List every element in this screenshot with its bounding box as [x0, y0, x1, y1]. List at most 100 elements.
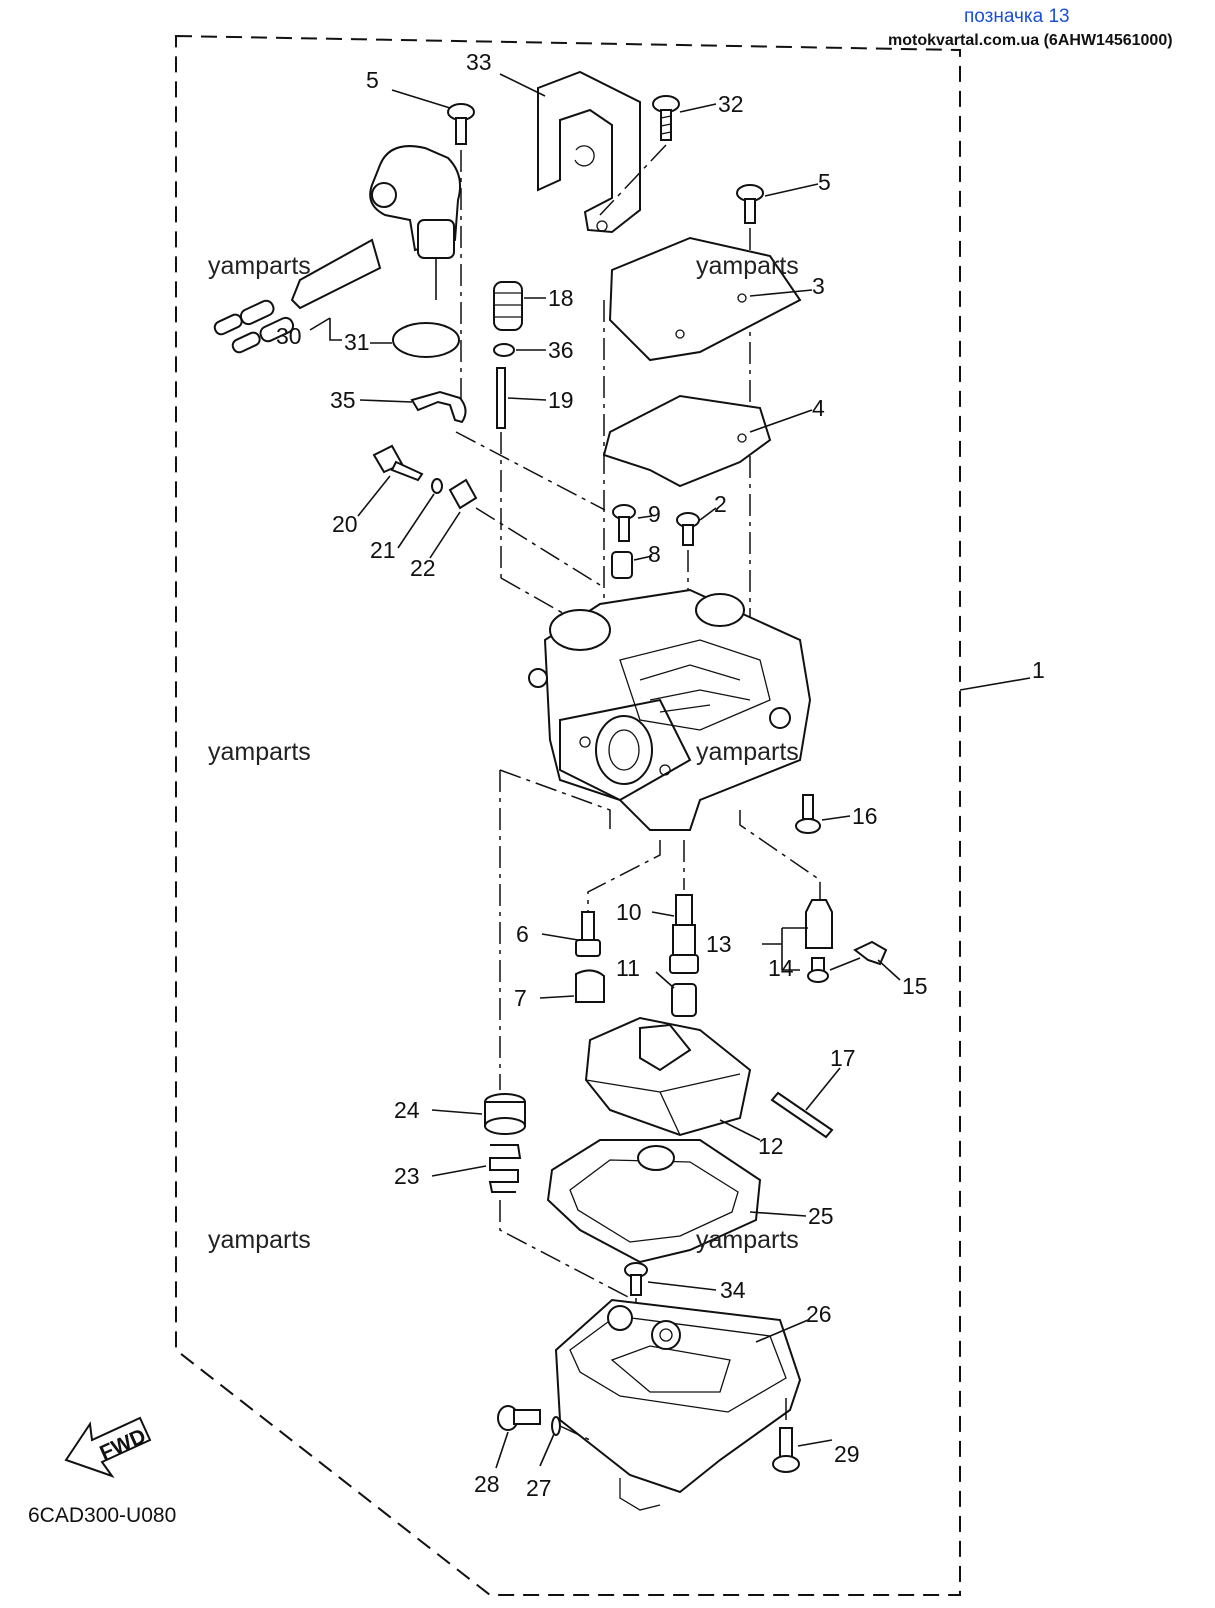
- callout-18: 18: [548, 285, 574, 311]
- watermark: yamparts: [208, 252, 311, 280]
- float-gasket-25: [546, 1139, 762, 1264]
- screw-16: [795, 794, 821, 834]
- leader-29: [797, 1439, 833, 1447]
- leader-30: [309, 317, 342, 341]
- solenoid-30: [213, 145, 461, 354]
- watermark: yamparts: [696, 738, 799, 766]
- leader-19: [507, 397, 547, 401]
- screw-2: [676, 512, 700, 546]
- callout-9: 9: [648, 501, 661, 527]
- screw-9: [612, 504, 636, 542]
- leader-13: [762, 927, 808, 971]
- callout-3: 3: [812, 273, 825, 299]
- gasket-4: [602, 394, 772, 488]
- leader-33: [499, 73, 546, 97]
- carburetor-body-1: [528, 588, 812, 831]
- leader-35: [359, 399, 413, 403]
- cap-24: [484, 1093, 526, 1135]
- chain-22: [475, 507, 601, 586]
- leader-2: [699, 507, 717, 521]
- screw-5-right: [736, 184, 764, 224]
- spring-8: [611, 551, 633, 579]
- leader-21: [397, 493, 435, 549]
- chain-6: [587, 840, 661, 912]
- leader-11: [655, 971, 675, 989]
- leader-16: [821, 815, 851, 821]
- callout-10: 10: [616, 899, 642, 925]
- chain-19b: [500, 577, 576, 621]
- leader-23: [431, 1165, 487, 1177]
- drain-plug-28: [497, 1405, 541, 1431]
- callout-1: 1: [1032, 657, 1045, 683]
- callout-5-left: 5: [366, 67, 379, 93]
- callout-6: 6: [516, 921, 529, 947]
- callout-5-right: 5: [818, 169, 831, 195]
- callout-15: 15: [902, 973, 928, 999]
- leader-20: [357, 475, 391, 517]
- washer-27: [551, 1416, 561, 1436]
- callout-32: 32: [718, 91, 744, 117]
- header-source: motokvartal.com.ua (6AHW14561000): [888, 32, 1173, 49]
- plug-7: [575, 969, 605, 1003]
- callout-13: 13: [706, 931, 732, 957]
- callout-2: 2: [714, 491, 727, 517]
- chain-32: [599, 144, 667, 216]
- leader-10: [651, 911, 675, 917]
- clip-15: [853, 940, 888, 966]
- screw-5-left: [447, 103, 475, 145]
- diagram-code: 6CAD300-U080: [28, 1504, 176, 1527]
- callout-19: 19: [548, 387, 574, 413]
- leader-26: [755, 1319, 809, 1343]
- callout-12: 12: [758, 1133, 784, 1159]
- callout-20: 20: [332, 511, 358, 537]
- screw-34: [624, 1262, 648, 1296]
- leader-17: [805, 1067, 841, 1111]
- leader-1: [959, 677, 1031, 691]
- leader-4: [749, 409, 813, 433]
- callout-36: 36: [548, 337, 574, 363]
- o-ring-21: [431, 478, 443, 494]
- chain-27: [559, 1425, 591, 1441]
- leader-25: [749, 1211, 807, 1217]
- leader-14: [829, 957, 861, 971]
- spring-23: [488, 1144, 522, 1193]
- o-ring-31: [392, 322, 460, 358]
- callout-4: 4: [812, 395, 825, 421]
- callout-31: 31: [344, 329, 370, 355]
- callout-16: 16: [852, 803, 878, 829]
- callout-21: 21: [370, 537, 396, 563]
- leader-28: [495, 1431, 509, 1469]
- leader-32: [679, 103, 717, 113]
- fwd-arrow: FWD: [64, 1416, 152, 1478]
- callout-35: 35: [330, 387, 356, 413]
- drain-screw-29: [772, 1427, 800, 1473]
- callout-23: 23: [394, 1163, 420, 1189]
- chain-23: [499, 1200, 631, 1299]
- assembly-boundary: [175, 34, 961, 1596]
- leader-34: [647, 1281, 717, 1291]
- callout-30: 30: [276, 323, 302, 349]
- callout-25: 25: [808, 1203, 834, 1229]
- callout-33: 33: [466, 49, 492, 75]
- callout-28: 28: [474, 1471, 500, 1497]
- tube-10: [669, 894, 699, 974]
- chain-13: [739, 810, 821, 900]
- watermark: yamparts: [208, 738, 311, 766]
- float-12: [584, 1016, 752, 1137]
- leader-27: [539, 1433, 555, 1467]
- main-jet-6: [575, 911, 601, 957]
- callout-22: 22: [410, 555, 436, 581]
- callout-11: 11: [616, 955, 640, 981]
- float-bowl-26: [554, 1298, 802, 1511]
- header-title: позначка 13: [964, 6, 1070, 27]
- callout-27: 27: [526, 1475, 552, 1501]
- callout-7: 7: [514, 985, 527, 1011]
- leader-15: [877, 959, 901, 981]
- watermark: yamparts: [208, 1226, 311, 1254]
- leader-5-left: [391, 89, 451, 109]
- leader-8: [633, 555, 653, 561]
- leader-3: [749, 289, 813, 297]
- pilot-screw-20: [372, 444, 424, 482]
- spring-22: [448, 478, 478, 510]
